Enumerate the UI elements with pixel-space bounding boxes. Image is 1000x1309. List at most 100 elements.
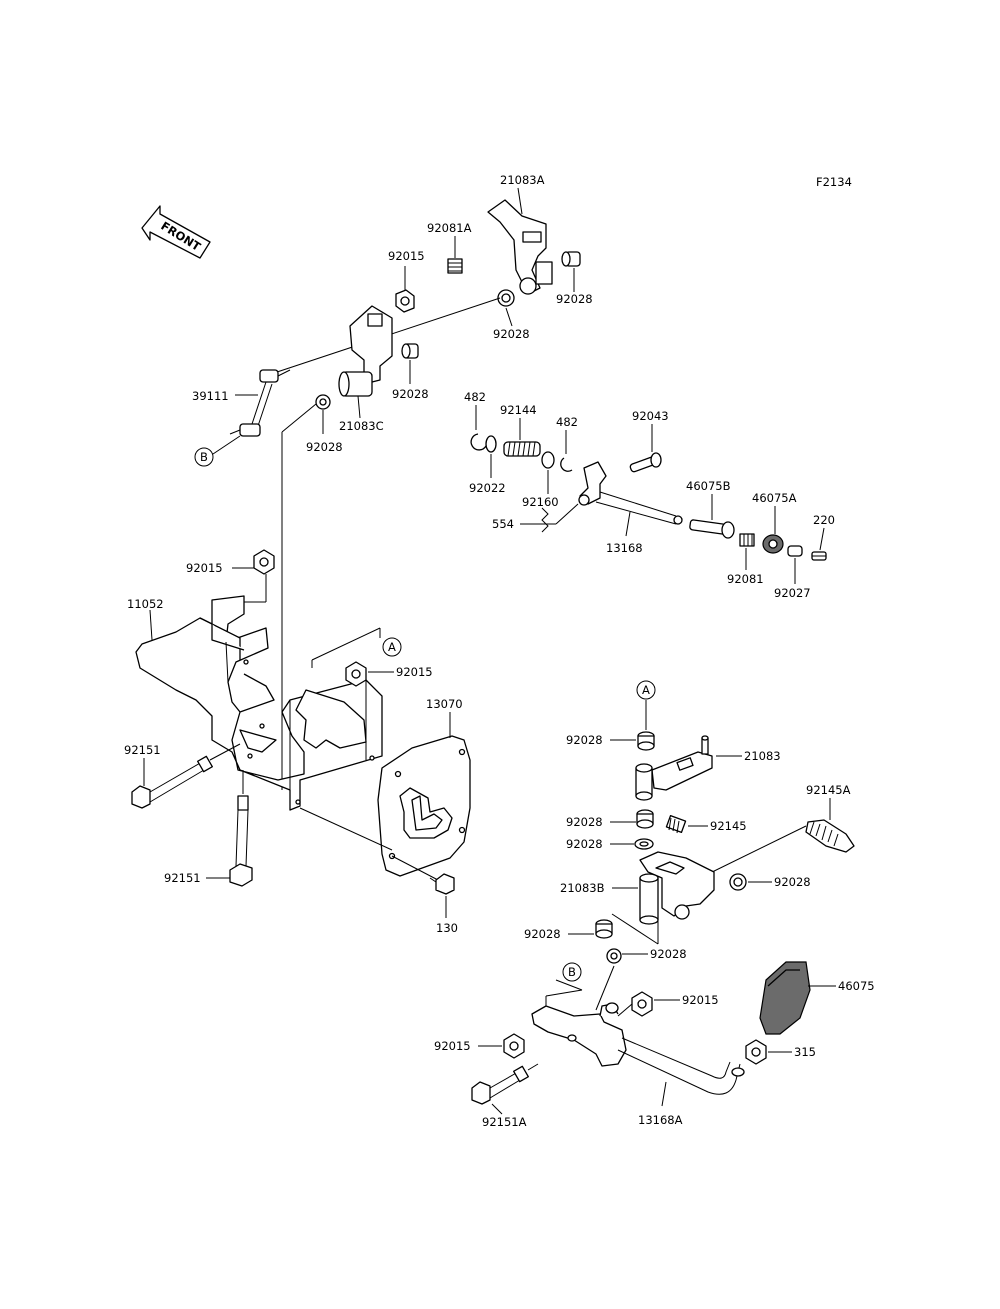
- callout-b-top: B: [194, 447, 214, 467]
- label-92028-d: 92028: [306, 440, 343, 454]
- label-46075: 46075: [838, 979, 875, 993]
- label-130: 130: [436, 921, 458, 935]
- label-92015-br: 92015: [396, 665, 433, 679]
- callout-a-left-label: A: [388, 640, 396, 654]
- label-92144: 92144: [500, 403, 537, 417]
- bushing-92028-g: [634, 838, 654, 850]
- bolt-92151-horizontal: [131, 755, 213, 809]
- roller-46075a: [762, 534, 784, 554]
- label-92160: 92160: [522, 495, 559, 509]
- label-92151-a: 92151: [124, 743, 161, 757]
- label-11052: 11052: [127, 597, 164, 611]
- shaft-13168a: [531, 1002, 745, 1095]
- key-554: [541, 507, 549, 533]
- circlip-482-right: [560, 457, 573, 472]
- label-92028-a: 92028: [556, 292, 593, 306]
- bushing-92028-h: [729, 873, 747, 891]
- callout-b-bottom-label: B: [568, 965, 576, 979]
- label-92151-b: 92151: [164, 871, 201, 885]
- bushing-92028-left: [401, 343, 419, 359]
- label-482-a: 482: [464, 390, 486, 404]
- spring-92081a: [447, 258, 463, 274]
- callout-a-right: A: [636, 680, 656, 700]
- bushing-92028-i: [595, 919, 613, 939]
- label-92081: 92081: [727, 572, 764, 586]
- label-92015-low2: 92015: [434, 1039, 471, 1053]
- bushing-92028-lower: [315, 394, 331, 410]
- label-92081a: 92081A: [427, 221, 472, 235]
- label-92015-top: 92015: [388, 249, 425, 263]
- label-21083a: 21083A: [500, 173, 545, 187]
- label-13168: 13168: [606, 541, 643, 555]
- label-92145: 92145: [710, 819, 747, 833]
- screw-220: [811, 551, 827, 561]
- label-46075a: 46075A: [752, 491, 797, 505]
- nut-92015-low1: [631, 991, 653, 1017]
- nut-92015-mid: [253, 549, 275, 575]
- label-92015-low1: 92015: [682, 993, 719, 1007]
- bushing-92028-e: [637, 731, 655, 751]
- nut-92015-top: [395, 289, 415, 313]
- frame-11052: [135, 595, 383, 811]
- label-92028-h: 92028: [774, 875, 811, 889]
- bolt-130: [429, 873, 455, 895]
- collar-92027: [787, 545, 803, 557]
- shaft-13168: [578, 461, 683, 525]
- callout-a-right-label: A: [642, 683, 650, 697]
- lever-21083b: [639, 851, 715, 925]
- label-13168a: 13168A: [638, 1113, 683, 1127]
- label-92028-g: 92028: [566, 837, 603, 851]
- circlip-482-left: [470, 433, 487, 451]
- label-21083: 21083: [744, 749, 781, 763]
- nut-92015-br: [345, 661, 367, 687]
- bolt-46075b: [689, 519, 735, 539]
- bushing-92028-j: [606, 948, 622, 964]
- label-92015-mid: 92015: [186, 561, 223, 575]
- label-92028-f: 92028: [566, 815, 603, 829]
- front-arrow-icon: FRONT: [141, 205, 211, 259]
- pin-92043: [629, 452, 662, 473]
- label-220: 220: [813, 513, 835, 527]
- knob-46075: [759, 961, 811, 1035]
- bushing-92028-center: [497, 289, 515, 307]
- lever-21083c: [338, 305, 393, 397]
- spring-92144: [503, 441, 541, 457]
- spring-92145a: [805, 819, 855, 853]
- label-92027: 92027: [774, 586, 811, 600]
- label-92028-e: 92028: [566, 733, 603, 747]
- label-92151a: 92151A: [482, 1115, 527, 1129]
- label-92145a: 92145A: [806, 783, 851, 797]
- label-92028-b: 92028: [493, 327, 530, 341]
- callout-b-top-label: B: [200, 450, 208, 464]
- lever-21083a: [487, 199, 553, 295]
- nut-315: [745, 1039, 767, 1065]
- bushing-92028-top-right: [561, 251, 581, 267]
- plate-13070: [377, 735, 471, 877]
- label-92028-i: 92028: [524, 927, 561, 941]
- label-92022: 92022: [469, 481, 506, 495]
- label-46075b: 46075B: [686, 479, 731, 493]
- label-554: 554: [492, 517, 514, 531]
- label-315: 315: [794, 1045, 816, 1059]
- label-92028-c: 92028: [392, 387, 429, 401]
- bolt-92151a: [471, 1065, 529, 1105]
- label-482-b: 482: [556, 415, 578, 429]
- label-39111: 39111: [192, 389, 229, 403]
- label-21083c: 21083C: [339, 419, 384, 433]
- rod-39111: [229, 369, 291, 437]
- label-13070: 13070: [426, 697, 463, 711]
- lever-21083: [635, 735, 713, 801]
- diagram-code: F2134: [816, 175, 852, 189]
- spring-92145: [665, 814, 687, 834]
- callout-b-bottom: B: [562, 962, 582, 982]
- label-92043: 92043: [632, 409, 669, 423]
- bolt-92151-vertical: [229, 795, 253, 887]
- washer-92160: [541, 451, 555, 469]
- callout-a-left: A: [382, 637, 402, 657]
- washer-92022: [485, 435, 497, 453]
- label-21083b: 21083B: [560, 881, 605, 895]
- label-92028-j: 92028: [650, 947, 687, 961]
- nut-92015-low2: [503, 1033, 525, 1059]
- spring-92081: [739, 533, 755, 547]
